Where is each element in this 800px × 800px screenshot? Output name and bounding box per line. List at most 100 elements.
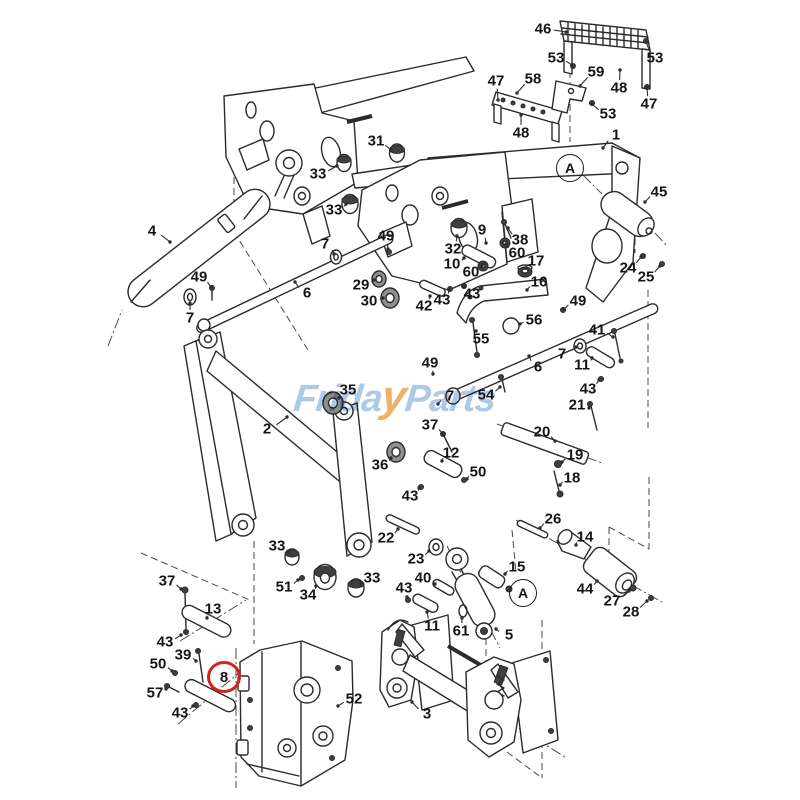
- part-label-36: 36: [371, 456, 389, 474]
- leader-dot-49: [431, 372, 435, 376]
- part-label-28: 28: [622, 603, 640, 621]
- leader-dot-54: [498, 385, 502, 389]
- part-label-41: 41: [588, 321, 606, 339]
- leader-dot-39: [194, 659, 198, 663]
- leader-dot-25: [658, 264, 662, 268]
- part-label-55: 55: [472, 330, 490, 348]
- leader-dot-43: [597, 378, 601, 382]
- leader-dot-56: [518, 322, 522, 326]
- leader-dot-40: [433, 582, 437, 586]
- part-label-43: 43: [395, 579, 413, 597]
- part-label-37: 37: [158, 572, 176, 590]
- part-label-25: 25: [637, 268, 655, 286]
- guard-plate: [456, 278, 549, 324]
- leader-dot-41: [611, 335, 615, 339]
- part-label-16: 16: [530, 273, 548, 291]
- part-label-45: 45: [650, 183, 668, 201]
- leader-dot-4: [168, 240, 172, 244]
- leader-dot-60: [480, 264, 484, 268]
- leader-dot-7: [188, 301, 192, 305]
- leader-dot-43: [462, 285, 466, 289]
- part-label-7: 7: [320, 235, 330, 253]
- leader-dot-6: [527, 354, 531, 358]
- leader-dot-2: [285, 415, 289, 419]
- grille-step: [559, 20, 651, 90]
- leader-dot-44: [595, 579, 599, 583]
- leader-dot-9: [484, 241, 488, 245]
- part-label-21: 21: [568, 396, 586, 414]
- part-label-6: 6: [302, 284, 312, 302]
- part-label-33: 33: [325, 201, 343, 219]
- tilt-cylinder: [445, 547, 496, 640]
- leader-dot-15: [503, 572, 507, 576]
- part-label-7: 7: [185, 309, 195, 327]
- part-label-46: 46: [534, 20, 552, 38]
- part-label-40: 40: [414, 569, 432, 587]
- leader-dot-61: [460, 616, 464, 620]
- part-label-2: 2: [262, 420, 272, 438]
- leader-dot-57: [164, 687, 168, 691]
- bushing-cylinder-group: [516, 519, 654, 601]
- leader-dot-35: [337, 396, 341, 400]
- leader-dot-49: [562, 307, 566, 311]
- leader-line-47: [496, 88, 499, 101]
- leader-dot-36: [389, 456, 393, 460]
- leader-dot-32: [455, 234, 459, 238]
- part-label-7: 7: [445, 387, 455, 405]
- part-label-6: 6: [533, 358, 543, 376]
- part-label-29: 29: [352, 276, 370, 294]
- leader-line-4: [161, 234, 171, 243]
- part-label-60: 60: [508, 244, 526, 262]
- leader-dot-23: [427, 549, 431, 553]
- leader-dot-27: [627, 589, 631, 593]
- part-label-44: 44: [576, 580, 594, 598]
- ball-knob: [502, 317, 520, 335]
- part-label-7: 7: [557, 345, 567, 363]
- leader-dot-50: [465, 477, 469, 481]
- leader-dot-18: [558, 483, 562, 487]
- part-label-11: 11: [424, 617, 440, 635]
- part-label-24: 24: [619, 259, 637, 277]
- part-label-53: 53: [599, 105, 617, 123]
- leader-dot-3: [410, 700, 414, 704]
- quick-attach: [379, 614, 559, 758]
- leader-dot-24: [639, 255, 643, 259]
- part-label-22: 22: [377, 529, 395, 547]
- part-label-30: 30: [360, 292, 378, 310]
- part-label-1: 1: [611, 126, 621, 144]
- leader-dot-33: [344, 202, 348, 206]
- leader-dot-14: [574, 543, 578, 547]
- leader-dot-37: [179, 587, 183, 591]
- part-label-3: 3: [422, 705, 432, 723]
- part-label-51: 51: [275, 578, 293, 596]
- part-label-53: 53: [547, 49, 565, 67]
- leader-dot-33: [335, 164, 339, 168]
- bracket: [551, 80, 587, 114]
- part-label-33: 33: [268, 537, 286, 555]
- frame-upright: [236, 640, 354, 787]
- part-label-57: 57: [146, 684, 164, 702]
- leader-dot-50: [170, 669, 174, 673]
- part-label-53: 53: [646, 49, 664, 67]
- leader-dot-43: [179, 633, 183, 637]
- leader-dot-7: [436, 402, 440, 406]
- leader-dot-26: [538, 526, 542, 530]
- leader-dot-60: [504, 242, 508, 246]
- leader-line-59: [579, 76, 589, 87]
- part-label-10: 10: [443, 255, 461, 273]
- part-label-5: 5: [504, 626, 514, 644]
- part-label-31: 31: [367, 132, 385, 150]
- leader-dot-59: [578, 84, 582, 88]
- leader-dot-28: [645, 599, 649, 603]
- leader-dot-31: [389, 148, 393, 152]
- part-label-43: 43: [463, 285, 481, 303]
- part-label-58: 58: [524, 70, 542, 88]
- leader-dot-17: [524, 266, 528, 270]
- leader-dot-12: [440, 459, 444, 463]
- part-label-61: 61: [452, 622, 470, 640]
- part-label-49: 49: [377, 227, 395, 245]
- rear-weldment-left: [223, 56, 475, 245]
- leader-line-2: [276, 416, 288, 426]
